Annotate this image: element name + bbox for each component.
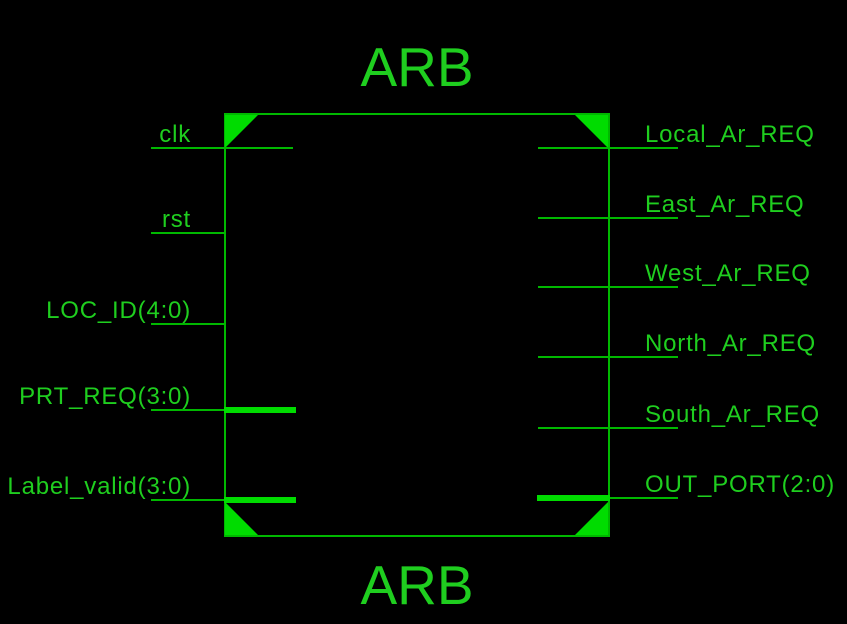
port-pin-line-left-2[interactable] [151,323,224,325]
port-pin-line-right-2[interactable] [538,286,678,288]
port-label-left-2: LOC_ID(4:0) [46,297,191,324]
port-pin-line-right-0[interactable] [538,147,678,149]
port-label-left-4: Label_valid(3:0) [7,473,191,500]
port-pin-line-right-3[interactable] [538,356,678,358]
port-pin-line-right-1[interactable] [538,217,678,219]
port-pin-line-right-5[interactable] [610,497,678,499]
port-label-right-1: East_Ar_REQ [645,191,805,218]
port-bus-stub-left-4[interactable] [224,497,296,503]
module-block[interactable] [224,113,610,537]
port-bus-stub-right-5[interactable] [537,495,610,501]
module-title-bottom: ARB [360,554,474,616]
port-pin-line-left-4[interactable] [151,499,224,501]
port-pin-line-left-0[interactable] [151,147,293,149]
port-label-right-0: Local_Ar_REQ [645,121,815,148]
module-title-top: ARB [360,36,474,98]
port-pin-line-left-1[interactable] [151,232,224,234]
port-pin-line-left-3[interactable] [151,409,224,411]
port-label-left-1: rst [161,206,191,233]
port-label-right-4: South_Ar_REQ [645,401,821,428]
port-label-right-2: West_Ar_REQ [645,260,811,287]
port-label-left-0: clk [159,121,191,148]
port-pin-line-right-4[interactable] [538,427,678,429]
port-label-right-5: OUT_PORT(2:0) [645,471,835,498]
port-label-right-3: North_Ar_REQ [645,330,816,357]
port-label-left-3: PRT_REQ(3:0) [19,383,191,410]
port-bus-stub-left-3[interactable] [224,407,296,413]
